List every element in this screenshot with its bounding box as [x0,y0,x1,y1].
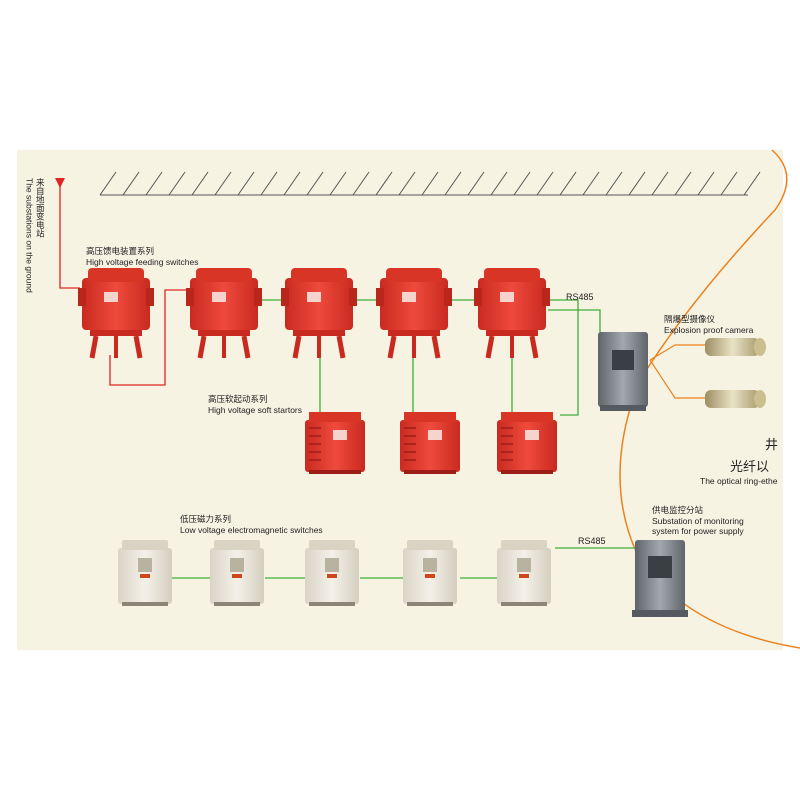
monitor-box-bottom [632,540,688,617]
hv-soft-label: 高压软起动系列 High voltage soft startors [208,394,303,415]
hatch-tick [559,171,577,196]
hatch-tick [513,171,531,196]
hv-soft-starter [497,412,557,474]
hatch-tick [122,171,140,196]
hatch-tick [743,171,761,196]
fiber-cn-label: 光纤以 [730,460,770,475]
hv-feeding-switches [78,268,550,359]
rs485-top-label: RS485 [566,292,594,302]
hatch-tick [99,171,117,196]
hatch-tick [398,171,416,196]
hatch-tick [674,171,692,196]
hatch-tick [582,171,600,196]
hv-soft-starter [400,412,460,474]
hatch-tick [145,171,163,196]
hatch-tick [352,171,370,196]
ceiling-hatch [99,171,761,196]
incoming-feed-line [55,178,192,386]
camera-links [649,344,705,399]
hatch-tick [467,171,485,196]
hv-feeding-switch [376,268,452,359]
hatch-tick [697,171,715,196]
hv-feeding-switch [474,268,550,359]
hatch-tick [536,171,554,196]
hatch-tick [306,171,324,196]
hv-feeding-label: 高压馈电装置系列 High voltage feeding switches [86,246,199,267]
rs485-bottom-label: RS485 [578,536,606,546]
hatch-tick [490,171,508,196]
lv-green-link [170,547,635,579]
lv-switch [118,540,172,606]
hatch-tick [421,171,439,196]
well-label: 井 [765,438,779,453]
hv-feeding-switch [281,268,357,359]
hv-soft-starter [305,412,365,474]
hatch-tick [168,171,186,196]
hatch-tick [191,171,209,196]
monitor-box-top [598,332,648,411]
hatch-tick [651,171,669,196]
camera-1 [705,338,766,356]
hatch-tick [375,171,393,196]
hatch-tick [605,171,623,196]
lv-switch-label: 低压磁力系列 Low voltage electromagnetic switc… [180,514,323,535]
fiber-en-label: The optical ring-ethe [700,476,778,486]
lv-switch [210,540,264,606]
hatch-tick [329,171,347,196]
camera-label: 隔爆型摄像仪 Explosion proof camera [664,314,754,335]
lv-switch [305,540,359,606]
lv-switch [497,540,551,606]
lv-switch [403,540,457,606]
hv-feeding-switch [78,268,154,359]
hatch-tick [283,171,301,196]
hatch-tick [720,171,738,196]
hv-soft-starters [305,412,557,474]
hatch-tick [237,171,255,196]
hv-feeding-switch [186,268,262,359]
hatch-tick [214,171,232,196]
camera-2 [705,390,766,408]
monitor-label: 供电监控分站 Substation of monitoring system f… [652,505,744,537]
hatch-tick [628,171,646,196]
hatch-tick [444,171,462,196]
hatch-tick [260,171,278,196]
lv-switches [118,540,551,606]
